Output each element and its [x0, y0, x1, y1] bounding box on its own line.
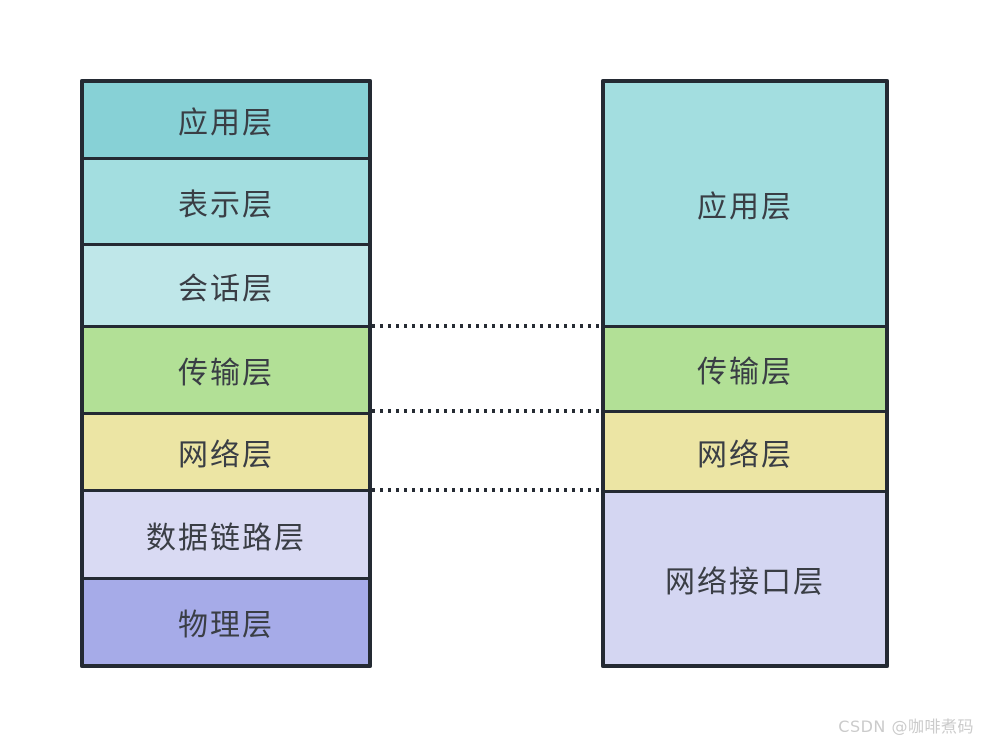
tcpip-layer-transport: 传输层 — [605, 325, 885, 410]
tcpip-layer-application: 应用层 — [605, 83, 885, 325]
tcpip-layer-network-interface: 网络接口层 — [605, 490, 885, 664]
osi-layer-network: 网络层 — [84, 412, 368, 489]
layer-boundary-connector-network-datalink — [372, 488, 601, 492]
layer-boundary-connector-session-transport — [372, 324, 601, 328]
osi-layer-physical: 物理层 — [84, 577, 368, 664]
osi-layer-application: 应用层 — [84, 83, 368, 157]
layer-boundary-connector-transport-network — [372, 409, 601, 413]
osi-model-stack: 应用层 表示层 会话层 传输层 网络层 数据链路层 物理层 — [80, 79, 372, 668]
csdn-watermark: CSDN @咖啡煮码 — [838, 717, 974, 736]
osi-layer-presentation: 表示层 — [84, 157, 368, 243]
tcpip-layer-network: 网络层 — [605, 410, 885, 490]
osi-layer-session: 会话层 — [84, 243, 368, 325]
tcpip-model-stack: 应用层 传输层 网络层 网络接口层 — [601, 79, 889, 668]
osi-layer-datalink: 数据链路层 — [84, 489, 368, 577]
osi-layer-transport: 传输层 — [84, 325, 368, 412]
